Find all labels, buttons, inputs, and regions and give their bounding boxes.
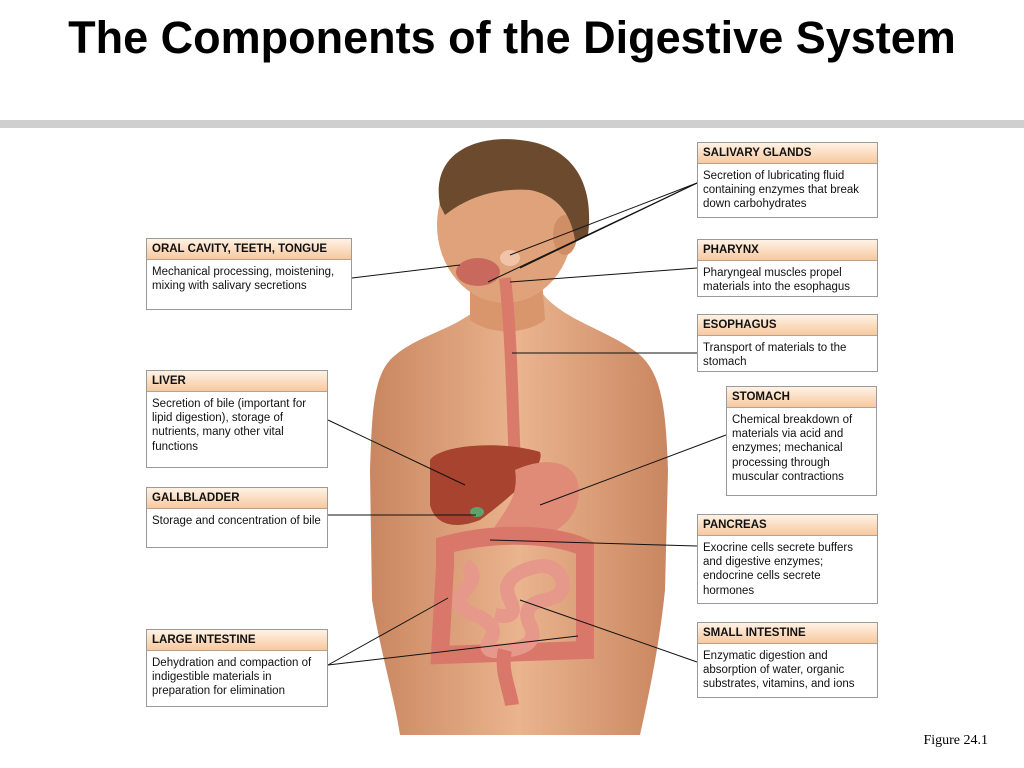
label-salivary-glands: SALIVARY GLANDS Secretion of lubricating… [697,142,878,218]
leader-salivary-3 [487,182,698,283]
liver [430,445,541,525]
leader-salivary-1 [509,182,698,256]
title-divider [0,120,1024,128]
small-intestine [452,559,570,659]
esophagus [499,277,521,471]
figure-caption: Figure 24.1 [923,733,988,748]
leader-large-intestine-2 [327,635,579,666]
label-esophagus: ESOPHAGUS Transport of materials to the … [697,314,878,372]
label-gallbladder: GALLBLADDER Storage and concentration of… [146,487,328,548]
leader-pharynx [509,267,698,283]
label-large-intestine: LARGE INTESTINE Dehydration and compacti… [146,629,328,707]
leader-lines [327,182,727,666]
label-head: PHARYNX [698,240,877,261]
oral-cavity [456,258,500,286]
label-body: Secretion of bile (important for lipid d… [152,398,307,453]
stomach [490,462,579,540]
label-body: Exocrine cells secrete buffers and diges… [703,542,853,597]
label-body: Chemical breakdown of materials via acid… [732,414,853,483]
hair [438,139,590,240]
label-liver: LIVER Secretion of bile (important for l… [146,370,328,468]
label-stomach: STOMACH Chemical breakdown of materials … [726,386,877,496]
rectum [496,648,519,707]
leader-pancreas [489,539,698,547]
page-title: The Components of the Digestive System [68,12,956,63]
label-body: Secretion of lubricating fluid containin… [703,170,859,211]
label-body: Enzymatic digestion and absorption of wa… [703,650,855,691]
label-head: ORAL CAVITY, TEETH, TONGUE [147,239,351,260]
label-body: Storage and concentration of bile [152,515,321,527]
ear [553,215,577,255]
label-head: LIVER [147,371,327,392]
label-head: LARGE INTESTINE [147,630,327,651]
label-head: SMALL INTESTINE [698,623,877,644]
label-head: STOMACH [727,387,876,408]
label-body: Dehydration and compaction of indigestib… [152,657,312,698]
label-head: SALIVARY GLANDS [698,143,877,164]
large-intestine [430,526,594,665]
leader-large-intestine-1 [327,597,449,666]
label-head: GALLBLADDER [147,488,327,509]
label-oral-cavity: ORAL CAVITY, TEETH, TONGUE Mechanical pr… [146,238,352,310]
label-pancreas: PANCREAS Exocrine cells secrete buffers … [697,514,878,604]
leader-liver [327,419,466,486]
label-body: Pharyngeal muscles propel materials into… [703,267,851,294]
salivary-gland [500,250,520,266]
label-head: PANCREAS [698,515,877,536]
label-body: Mechanical processing, moistening, mixin… [152,266,335,293]
leader-small-intestine [519,599,698,663]
leader-oral [351,264,461,279]
label-body: Transport of materials to the stomach [703,342,847,369]
label-head: ESOPHAGUS [698,315,877,336]
leader-stomach [539,434,727,506]
label-pharynx: PHARYNX Pharyngeal muscles propel materi… [697,239,878,297]
label-small-intestine: SMALL INTESTINE Enzymatic digestion and … [697,622,878,698]
